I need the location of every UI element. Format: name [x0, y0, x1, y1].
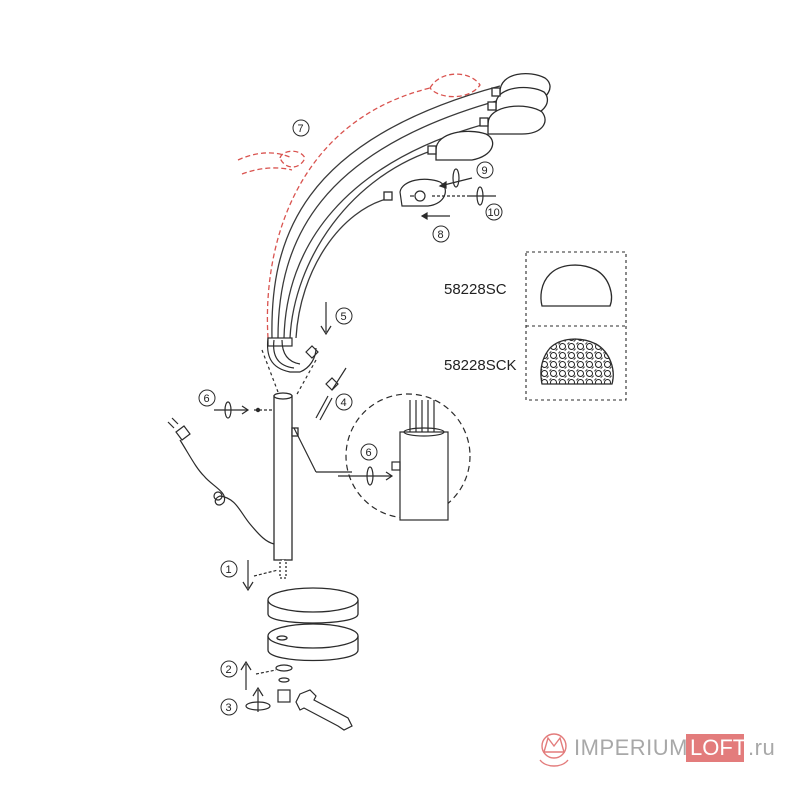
stem-collar	[261, 337, 319, 397]
svg-text:9: 9	[482, 165, 488, 177]
socket-4	[427, 145, 437, 155]
step-8: 8	[432, 225, 450, 243]
arrow-1	[242, 560, 279, 592]
wrench-icon	[295, 689, 353, 731]
variant-shade-textured	[540, 338, 614, 385]
variant-code-sc: 58228SC	[444, 281, 507, 298]
lamp-arms	[271, 85, 501, 339]
step-2: 2	[220, 660, 238, 678]
step-5: 5	[335, 307, 353, 325]
base-plates	[267, 587, 359, 662]
shade-4	[435, 130, 494, 161]
svg-text:4: 4	[341, 397, 347, 409]
step-7: 7	[292, 119, 310, 137]
socket-3	[479, 117, 489, 127]
arrow-2	[240, 660, 293, 690]
arrow-3	[245, 686, 291, 712]
shade-3	[487, 105, 546, 135]
shades	[383, 72, 551, 201]
svg-text:6: 6	[204, 393, 210, 405]
svg-text:3: 3	[226, 702, 232, 714]
step-4: 4	[335, 393, 353, 411]
socket-1	[491, 87, 501, 97]
svg-text:5: 5	[341, 311, 347, 323]
step-6-left: 6	[198, 389, 216, 407]
svg-text:2: 2	[226, 664, 232, 676]
variant-panel	[525, 251, 627, 401]
step-3: 3	[220, 698, 238, 716]
watermark: IMPERIUM LOFT .ru	[539, 733, 775, 767]
svg-text:6: 6	[366, 447, 372, 459]
screw-6-left	[214, 401, 272, 419]
socket-5	[383, 191, 393, 201]
socket-2	[487, 101, 497, 111]
watermark-imperium: IMPERIUM	[574, 735, 688, 760]
watermark-domain: .ru	[748, 735, 775, 760]
variant-code-sck: 58228SCK	[444, 357, 517, 374]
detail-zoom	[293, 393, 471, 521]
step-markers: 7 9 10 8 5 4 6 6	[198, 119, 503, 716]
svg-text:10: 10	[488, 207, 500, 219]
watermark-loft: LOFT	[690, 735, 746, 760]
power-cord	[167, 417, 275, 545]
svg-text:8: 8	[438, 229, 444, 241]
dashed-arm	[237, 73, 481, 339]
variant-shade-smooth	[540, 264, 613, 307]
arrow-5	[320, 302, 332, 336]
crown-logo-icon	[539, 733, 569, 767]
watermark-loft-badge	[686, 734, 744, 762]
bulb-detail	[399, 168, 496, 221]
connector-4	[315, 367, 347, 421]
step-6-detail: 6	[360, 443, 378, 461]
bulb-icon	[414, 190, 426, 202]
step-1: 1	[220, 560, 238, 578]
svg-text:7: 7	[298, 123, 304, 135]
step-9: 9	[476, 161, 494, 179]
svg-text:1: 1	[226, 564, 232, 576]
step-10: 10	[485, 203, 503, 221]
main-pole	[273, 392, 299, 579]
